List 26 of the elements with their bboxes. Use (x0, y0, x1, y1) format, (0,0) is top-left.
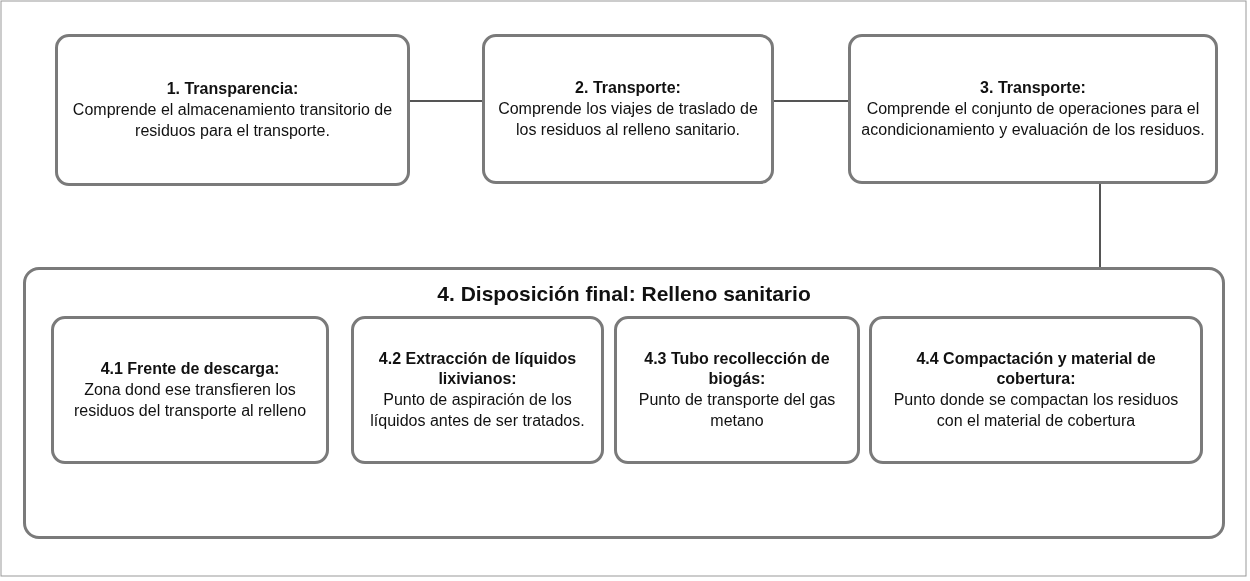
box-heading: 3. Transporte: (980, 78, 1086, 98)
box-heading: 4. Disposición final: Relleno sanitario (437, 281, 811, 307)
connector-line (1099, 183, 1101, 268)
process-box (869, 316, 1203, 464)
process-box (351, 316, 604, 464)
box-heading: 2. Transporte: (575, 78, 681, 98)
box-description: Punto de aspiración de los líquidos antes de ser tratados. (369, 390, 586, 431)
box-description: Comprende el conjunto de operaciones para el acondicionamiento y evaluación de los residuos. (861, 99, 1205, 140)
box-heading: 4.4 Compactación y material de cobertura: (915, 349, 1157, 389)
box-description: Comprende el almacenamiento transitorio de residuos para el transporte. (71, 100, 394, 141)
group-box (23, 267, 1225, 539)
process-box (55, 34, 410, 186)
box-heading: 1. Transparencia: (166, 79, 299, 99)
process-box (482, 34, 774, 184)
process-box (848, 34, 1218, 184)
box-heading: 4.3 Tubo recollección de biogás: (643, 349, 831, 389)
box-heading: 4.1 Frente de descarga: (100, 359, 280, 379)
connector-line (409, 100, 483, 102)
connector-line (773, 100, 849, 102)
box-heading: 4.2 Extracción de líquidos lixivianos: (377, 349, 578, 389)
box-description: Punto de transporte del gas metano (637, 390, 837, 431)
process-box (614, 316, 860, 464)
box-description: Zona dond ese transfieren los residuos del transporte al relleno (72, 380, 308, 421)
box-description: Punto donde se compactan los residuos con el material de cobertura (892, 390, 1180, 431)
box-description: Comprende los viajes de traslado de los residuos al relleno sanitario. (497, 99, 759, 140)
process-box (51, 316, 329, 464)
